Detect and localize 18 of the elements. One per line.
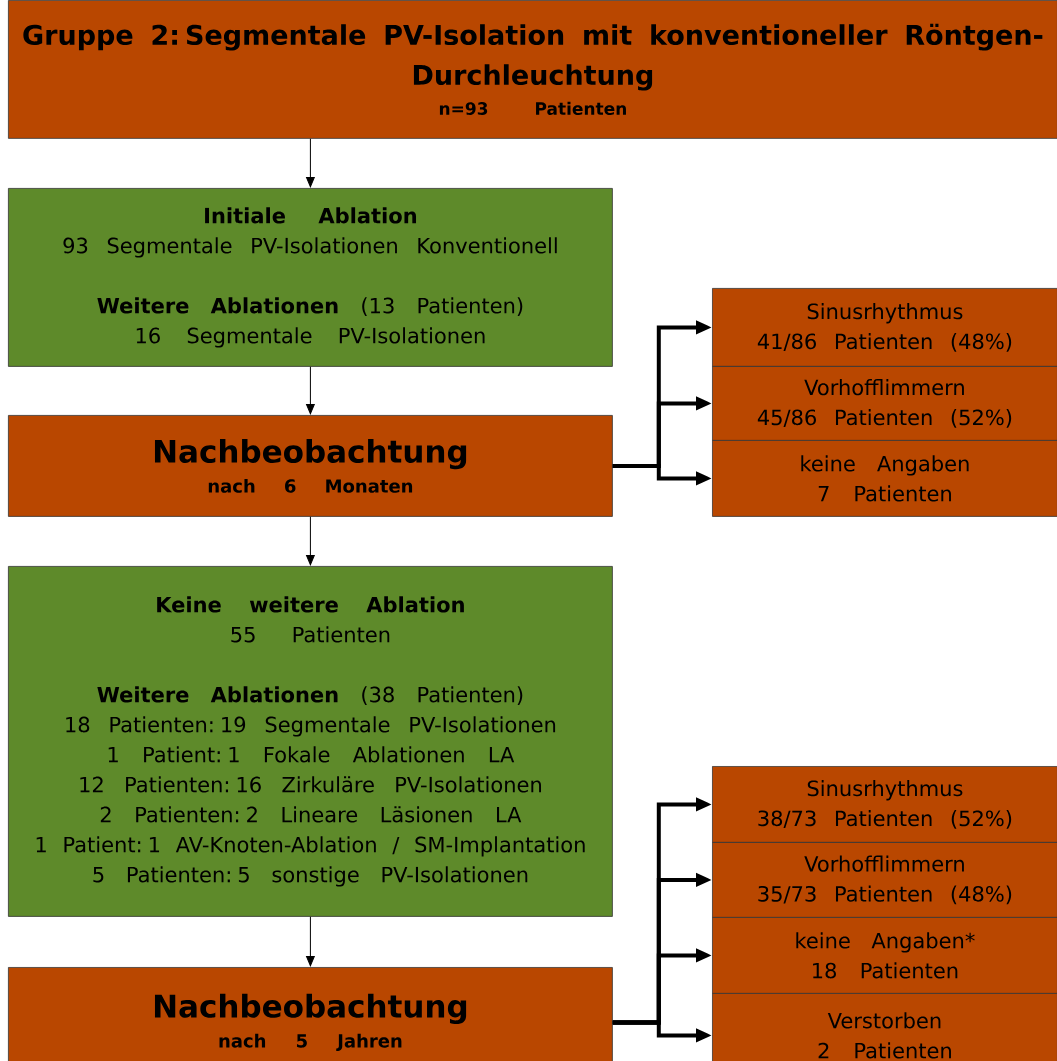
- procedure-box: Initiale Ablation 93 Segmentale PV-Isolationen Konventionell Weitere Ablationen (13 Patienten) 16 Segmentale PV-Isolationen: [8, 188, 613, 367]
- outcome-box: keine Angaben* 18 Patienten: [712, 917, 1057, 994]
- procedure-box: Keine weitere Ablation 55 Patienten Weitere Ablationen (38 Patienten) 18 Patienten: 19 Segmentale PV-Isolationen 1 Patient: 1 Fokale Ablationen LA 12 Patienten: 16 Zirkuläre PV-Isolationen 2 Patienten: 2 Lineare Läsionen LA 1 Patient: 1 AV-Knoten-Ablation / SM-Implantation 5 Patienten: 5 sonstige PV-Isolationen: [8, 566, 613, 917]
- follow-up-box: Nachbeobachtung nach 6 Monaten: [8, 415, 613, 517]
- node-label: keine Angaben*: [796, 932, 975, 953]
- node-label: 18 Patienten: [813, 962, 958, 979]
- outcome-box: keine Angaben 7 Patienten: [712, 440, 1057, 517]
- arrow: [306, 916, 315, 967]
- outcome-box: Verstorben 2 Patienten: [712, 993, 1057, 1061]
- outcome-box: Sinusrhythmus 38/73 Patienten (52%): [712, 766, 1057, 843]
- outcome-box: Vorhofflimmern 35/73 Patienten (48%): [712, 842, 1057, 918]
- arrow: [306, 138, 315, 188]
- arrow: [306, 366, 315, 415]
- arrow: [306, 516, 315, 566]
- follow-up-box: Nachbeobachtung nach 5 Jahren: [8, 967, 613, 1061]
- outcome-box: Vorhofflimmern 45/86 Patienten (52%): [712, 366, 1057, 441]
- title-box: Gruppe 2: Segmentale PV-Isolation mit konventioneller Röntgen-Durchleuchtung n=93 Patienten: [8, 0, 1057, 139]
- outcome-box: Sinusrhythmus 41/86 Patienten (48%): [712, 288, 1057, 367]
